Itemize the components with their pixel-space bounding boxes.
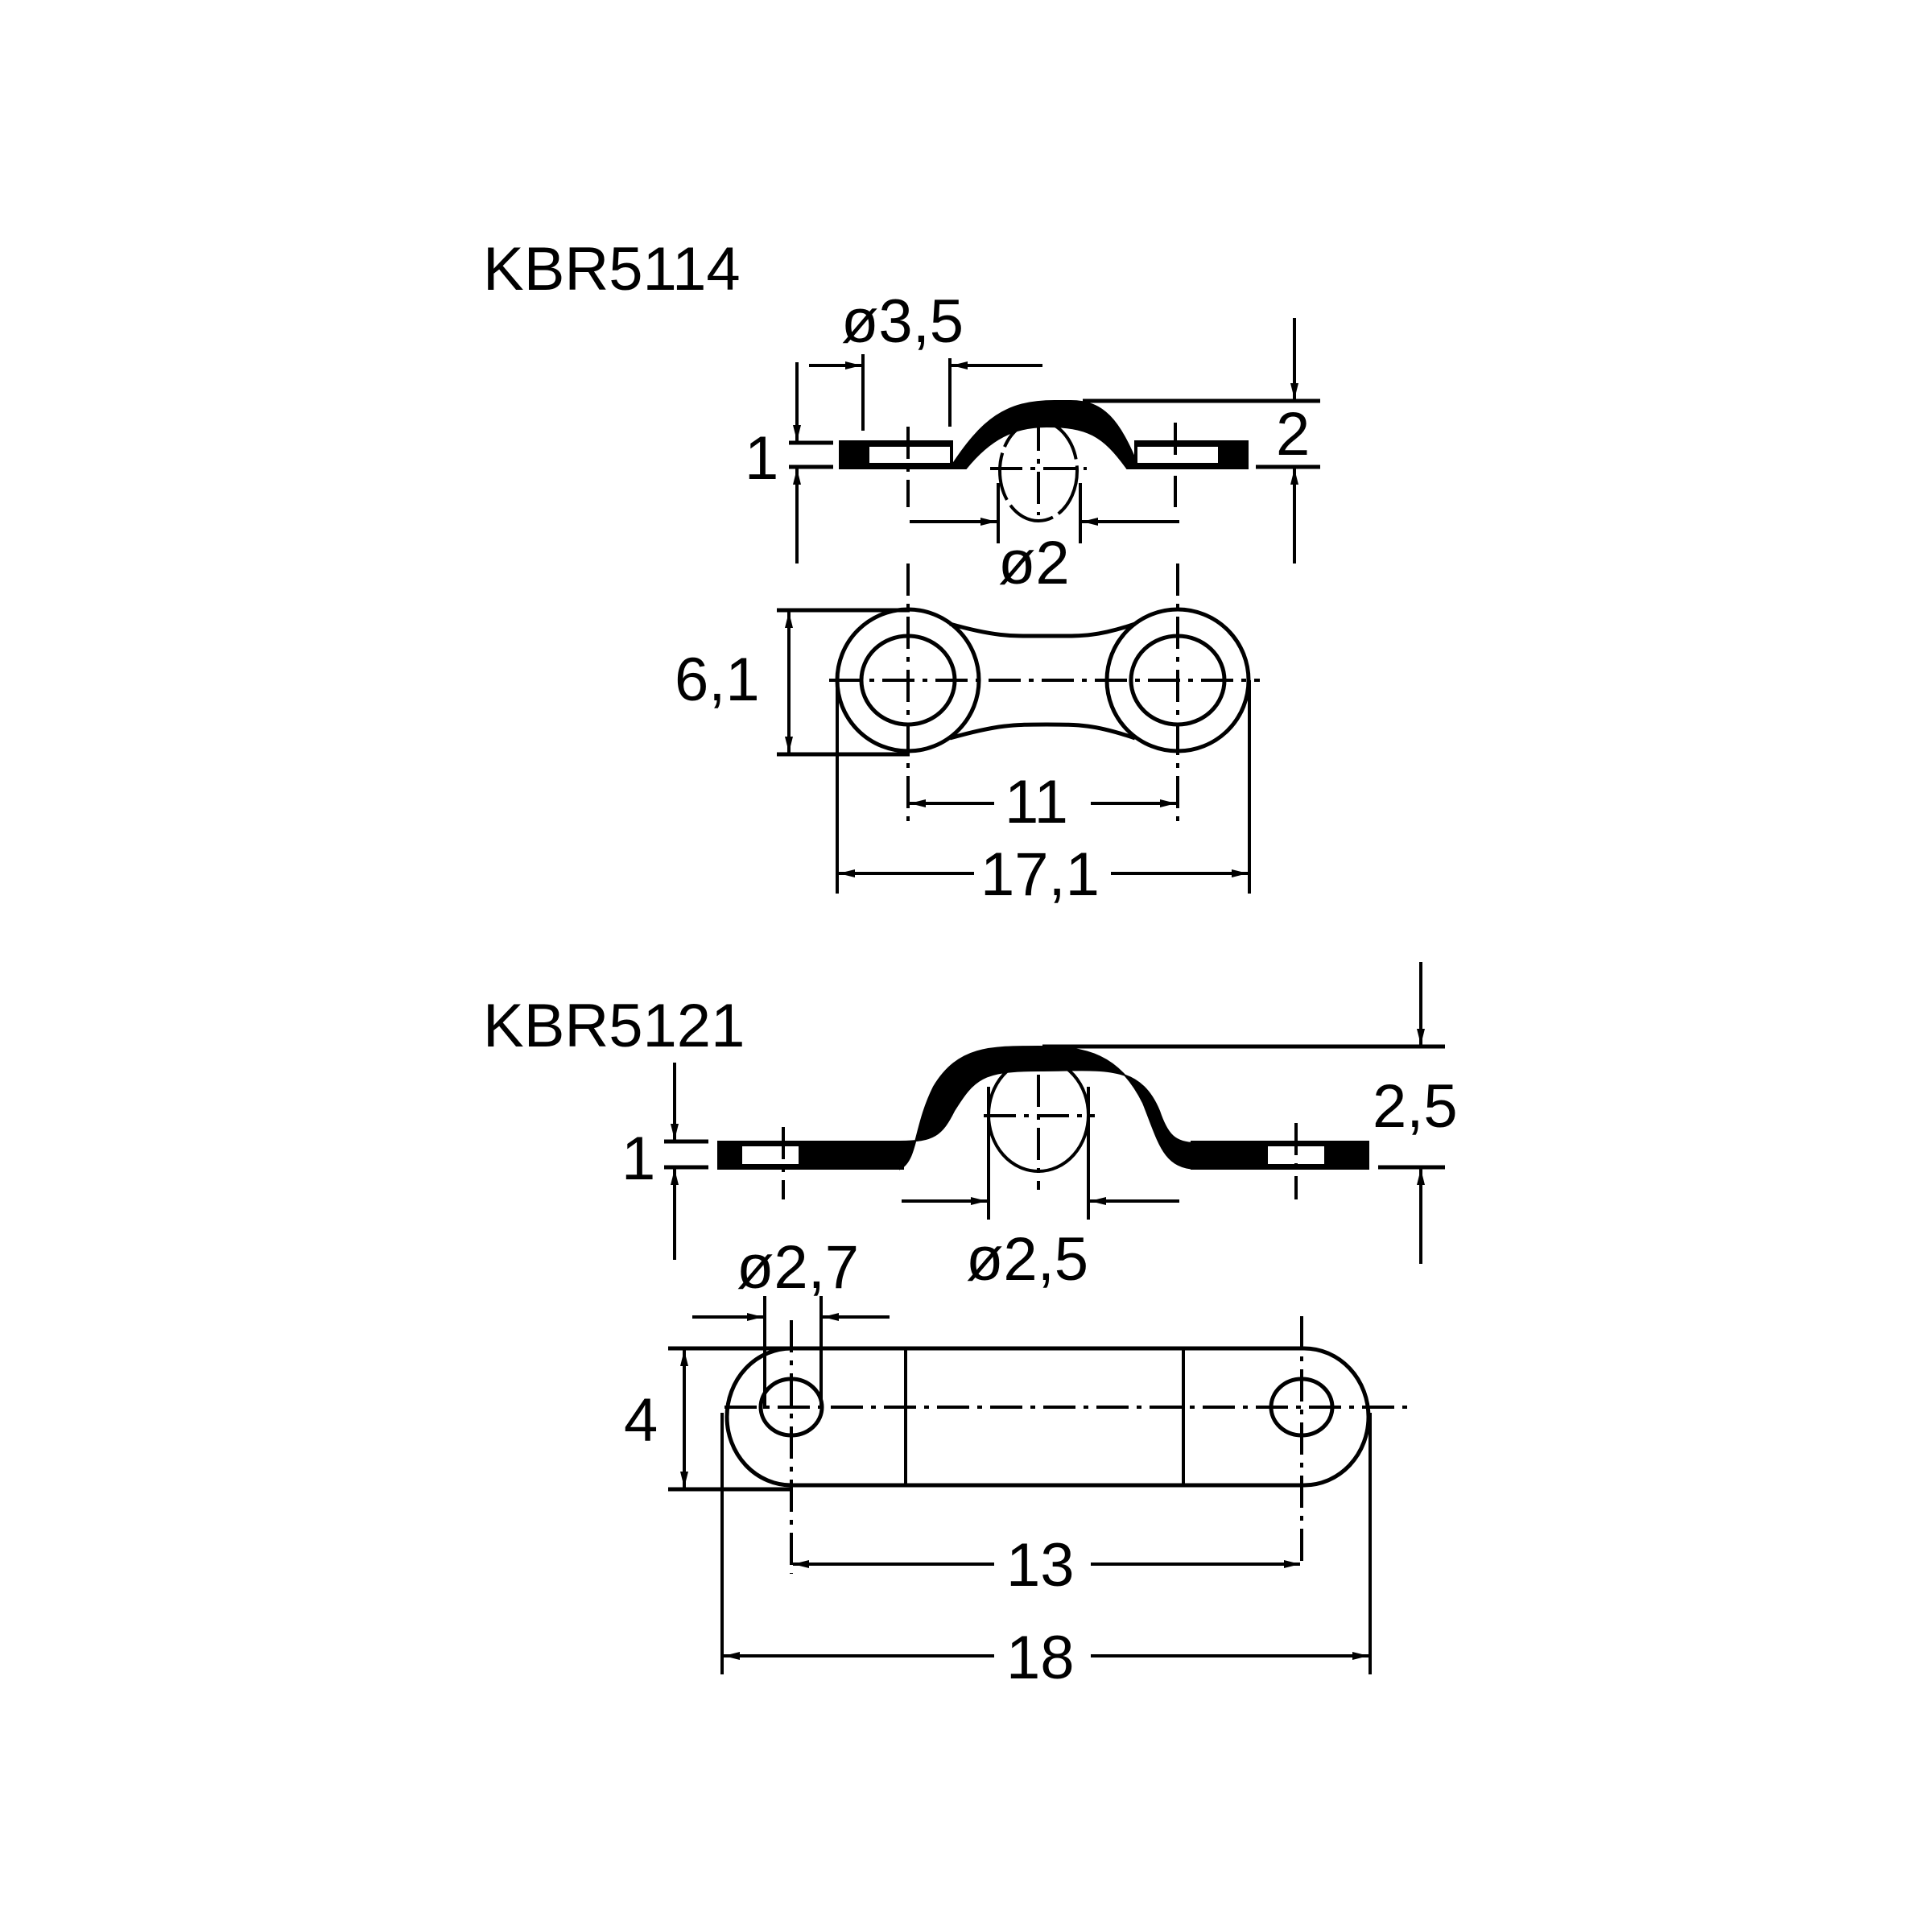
arch — [899, 1045, 1196, 1170]
dim-thickness: 1 — [621, 1125, 655, 1193]
dim-thickness: 1 — [745, 424, 778, 493]
dim-hole-dia: ø3,5 — [841, 287, 964, 356]
dim-width: 4 — [624, 1386, 658, 1455]
strap-outline — [724, 1346, 1371, 1488]
dim-width: 6,1 — [675, 646, 760, 714]
top-view: ø2,7 4 13 18 — [624, 1233, 1409, 1692]
top-view: 6,1 11 17,1 — [675, 564, 1260, 909]
dim-hole-spacing: 13 — [1006, 1531, 1075, 1600]
dim-cable-dia: ø2,5 — [966, 1225, 1088, 1294]
dim-height: 2,5 — [1373, 1072, 1458, 1141]
part-label: KBR5121 — [483, 992, 745, 1060]
dim-overall-length: 18 — [1006, 1624, 1075, 1692]
hole-slot-right — [1137, 447, 1218, 463]
dim-overall-length: 17,1 — [980, 840, 1100, 909]
dim-hole-spacing: 11 — [1005, 768, 1068, 836]
dim-height: 2 — [1276, 400, 1310, 469]
arch — [948, 400, 1141, 469]
dim-hole-dia: ø2,7 — [737, 1233, 859, 1302]
body-edge-bottom — [949, 722, 1136, 741]
dim-cable-dia: ø2 — [998, 529, 1070, 597]
body-edge-top — [949, 621, 1136, 638]
part-kbr5121: KBR5121 1 2,5 — [483, 962, 1458, 1692]
side-view: 1 2,5 ø2,5 — [621, 962, 1458, 1294]
hole-slot-left — [742, 1146, 799, 1164]
part-label: KBR5114 — [483, 235, 741, 303]
side-view: ø3,5 1 2 ø2 — [745, 287, 1320, 597]
part-kbr5114: KBR5114 ø3,5 — [483, 235, 1320, 909]
